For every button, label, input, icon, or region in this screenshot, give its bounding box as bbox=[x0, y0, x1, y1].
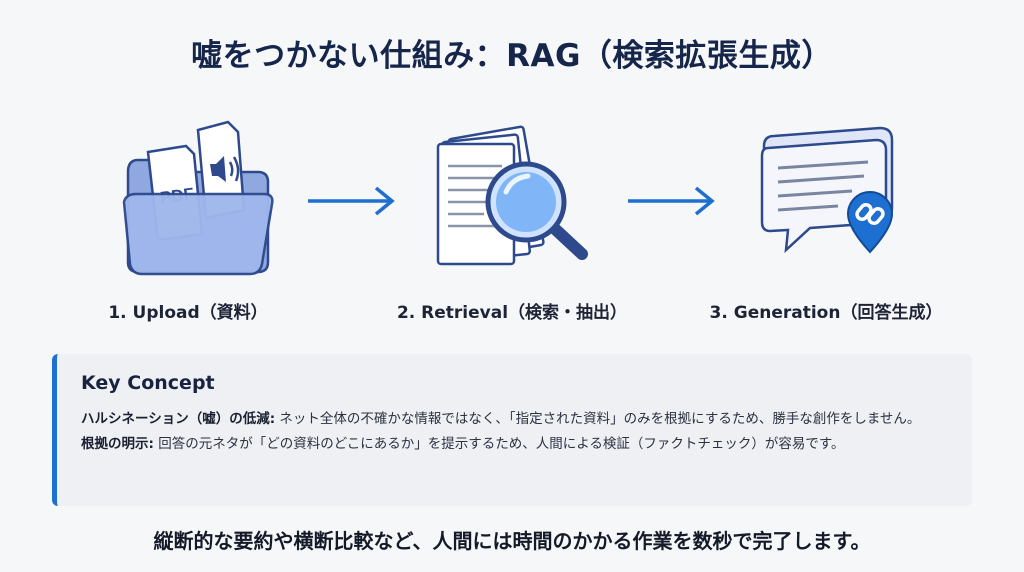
key-concept-item: ハルシネーション（嘘）の低減: ネット全体の不確かな情報ではなく、「指定された資… bbox=[81, 408, 946, 431]
key-concept-heading: Key Concept bbox=[81, 372, 215, 394]
arrow-right-icon bbox=[308, 186, 395, 216]
key-concept-item-text: 回答の元ネタが「どの資料のどこにあるか」を提示するため、人間による検証（ファクト… bbox=[153, 436, 845, 452]
key-concept-item: 根拠の明示: 回答の元ネタが「どの資料のどこにあるか」を提示するため、人間による… bbox=[81, 433, 946, 456]
step-2-label: 2. Retrieval（検索・抽出） bbox=[396, 303, 628, 323]
key-concept-item-lead: ハルシネーション（嘘）の低減: bbox=[81, 411, 276, 427]
chat-link-icon bbox=[760, 126, 894, 254]
key-concept-item-lead: 根拠の明示: bbox=[81, 436, 154, 452]
link-badge-icon bbox=[846, 191, 894, 254]
folder-documents-icon: PDF bbox=[122, 120, 274, 276]
key-concept-item-text: ネット全体の不確かな情報ではなく、「指定された資料」のみを根拠にするため、勝手な… bbox=[275, 411, 921, 427]
magnifier-documents-icon bbox=[436, 125, 588, 266]
step-3-label: 3. Generation（回答生成） bbox=[709, 303, 943, 323]
page-title: 嘘をつかない仕組み：RAG（検索拡張生成） bbox=[191, 38, 833, 74]
footer-summary: 縦断的な要約や横断比較など、人間には時間のかかる作業を数秒で完了します。 bbox=[153, 529, 871, 553]
arrow-right-icon bbox=[628, 186, 715, 216]
key-concept-panel: Key Concept ハルシネーション（嘘）の低減: ネット全体の不確かな情報… bbox=[52, 354, 972, 506]
step-1-label: 1. Upload（資料） bbox=[108, 303, 268, 323]
